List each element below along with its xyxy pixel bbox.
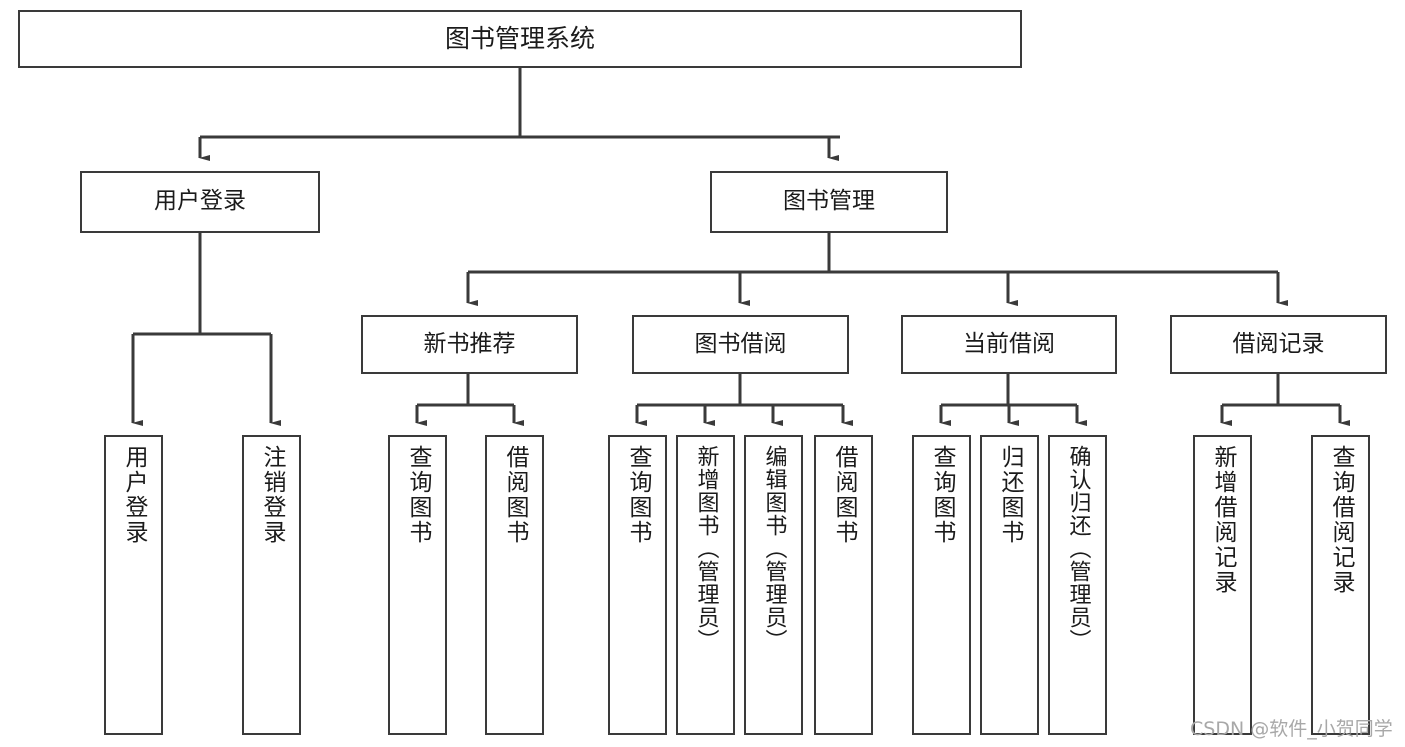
node-leaf-query-book-recommend[interactable]: 查询图书 <box>388 435 447 735</box>
node-label: 图书借阅 <box>694 330 787 357</box>
node-leaf-add-borrow-record[interactable]: 新增借阅记录 <box>1193 435 1252 735</box>
node-book-management[interactable]: 图书管理 <box>710 171 948 233</box>
node-leaf-confirm-return-admin[interactable]: 确认归还（管理员） <box>1048 435 1107 735</box>
node-label: 新书推荐 <box>423 330 516 357</box>
node-label: 图书管理系统 <box>444 24 595 54</box>
node-leaf-logout[interactable]: 注销登录 <box>242 435 301 735</box>
node-current-borrow[interactable]: 当前借阅 <box>901 315 1117 374</box>
watermark-text: CSDN @软件_小贺同学 <box>1190 718 1393 740</box>
node-root-library-system[interactable]: 图书管理系统 <box>18 10 1022 68</box>
node-label: 图书管理 <box>783 188 875 215</box>
node-label: 查询图书 <box>625 445 651 545</box>
node-label: 注销登录 <box>259 445 285 545</box>
node-label: 编辑图书（管理员） <box>761 445 787 652</box>
node-label: 查询图书 <box>405 445 431 545</box>
node-label: 用户登录 <box>121 445 147 545</box>
node-leaf-add-book-admin[interactable]: 新增图书（管理员） <box>676 435 735 735</box>
node-leaf-query-book-borrow[interactable]: 查询图书 <box>608 435 667 735</box>
node-leaf-borrow-book[interactable]: 借阅图书 <box>814 435 873 735</box>
node-book-borrow[interactable]: 图书借阅 <box>632 315 849 374</box>
node-label: 借阅图书 <box>502 445 528 545</box>
node-label: 借阅记录 <box>1232 330 1325 357</box>
node-leaf-edit-book-admin[interactable]: 编辑图书（管理员） <box>744 435 803 735</box>
node-label: 当前借阅 <box>963 330 1055 357</box>
node-label: 查询借阅记录 <box>1328 445 1354 595</box>
node-label: 归还图书 <box>997 445 1023 545</box>
node-leaf-user-login[interactable]: 用户登录 <box>104 435 163 735</box>
node-user-login[interactable]: 用户登录 <box>80 171 320 233</box>
node-leaf-borrow-book-recommend[interactable]: 借阅图书 <box>485 435 544 735</box>
node-leaf-return-book[interactable]: 归还图书 <box>980 435 1039 735</box>
node-borrow-record[interactable]: 借阅记录 <box>1170 315 1387 374</box>
node-label: 查询图书 <box>929 445 955 545</box>
node-label: 借阅图书 <box>831 445 857 545</box>
node-new-book-recommend[interactable]: 新书推荐 <box>361 315 578 374</box>
node-label: 新增借阅记录 <box>1210 445 1236 595</box>
node-label: 确认归还（管理员） <box>1065 445 1091 652</box>
node-leaf-query-borrow-record[interactable]: 查询借阅记录 <box>1311 435 1370 735</box>
node-label: 新增图书（管理员） <box>693 445 719 652</box>
node-leaf-query-book-current[interactable]: 查询图书 <box>912 435 971 735</box>
node-label: 用户登录 <box>154 188 246 215</box>
